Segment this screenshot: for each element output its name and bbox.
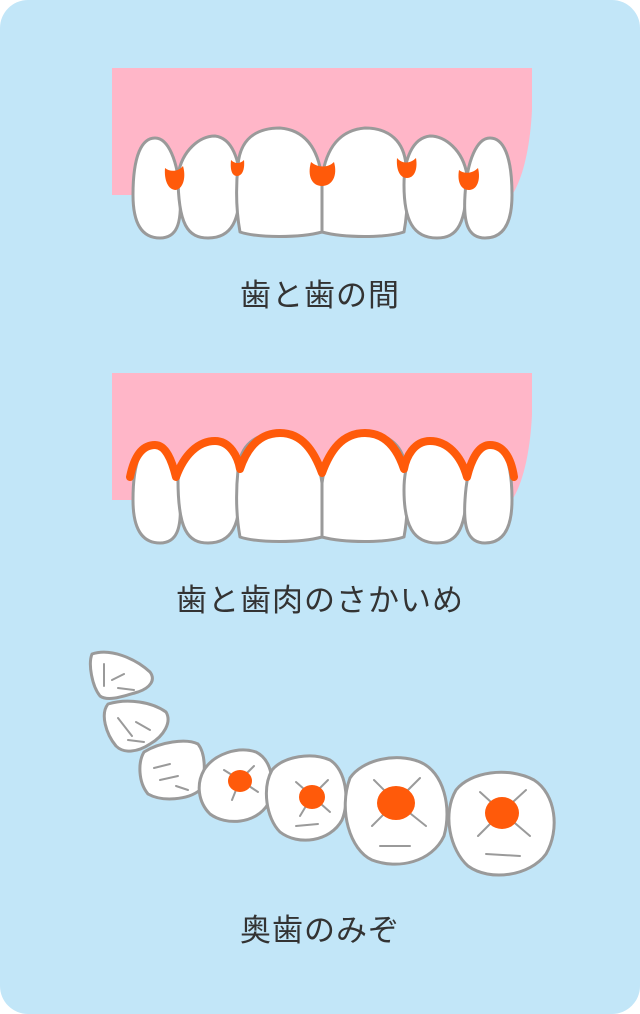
plaque-spot bbox=[164, 166, 185, 190]
groove-spot bbox=[377, 786, 415, 820]
groove-spot bbox=[228, 770, 252, 792]
tooth-incisor-2 bbox=[102, 699, 170, 753]
tooth-lateral-right-2 bbox=[463, 136, 514, 240]
tooth-canine bbox=[138, 739, 206, 801]
tooth-central-left bbox=[235, 126, 324, 238]
figure-between-teeth bbox=[0, 60, 640, 250]
gum-line-highlight bbox=[126, 429, 518, 481]
plaque-spot bbox=[230, 160, 245, 176]
tooth-central-right bbox=[320, 126, 409, 238]
tooth-lateral-left-1 bbox=[176, 134, 242, 240]
caption-molar-grooves: 奥歯のみぞ bbox=[240, 913, 400, 949]
figure-molar-grooves bbox=[0, 640, 640, 890]
tooth-lateral-right-1 bbox=[402, 134, 469, 240]
groove-spot bbox=[485, 797, 519, 829]
plaque-spot bbox=[309, 162, 336, 186]
groove-spot bbox=[299, 785, 325, 809]
figure-gum-line bbox=[0, 365, 640, 555]
caption-between-teeth: 歯と歯の間 bbox=[240, 278, 400, 314]
plaque-spot bbox=[458, 168, 479, 190]
caption-gum-line: 歯と歯肉のさかいめ bbox=[176, 583, 464, 619]
plaque-spot bbox=[396, 158, 417, 178]
